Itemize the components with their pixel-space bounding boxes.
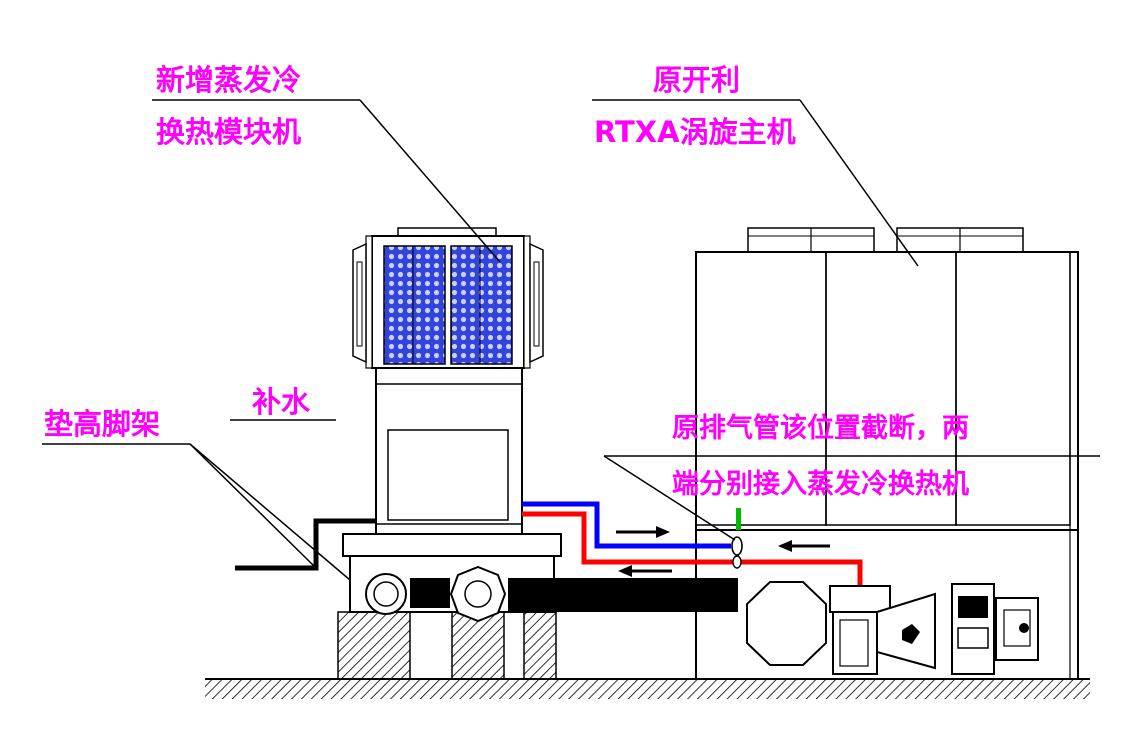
blue-pipe (522, 501, 731, 549)
access-panel (387, 429, 509, 521)
valve-marker (736, 508, 741, 530)
pump-right (449, 565, 507, 623)
makeup-water-pipe (235, 518, 375, 571)
label-original-unit-line1: 原开利 (653, 63, 740, 97)
flow-arrow-left-upper (778, 540, 830, 552)
annotations: 新增蒸发冷 换热模块机 原开利 RTXA涡旋主机 补水 垫高脚架 原排气管该位置… (44, 63, 969, 500)
coil-panel-right (450, 245, 513, 365)
compressor-shell (746, 581, 827, 666)
label-raised-frame: 垫高脚架 (44, 407, 160, 441)
red-pipe (522, 511, 863, 586)
new-evaporative-module (342, 227, 562, 623)
label-cut-note-line1: 原排气管该位置截断，两 (672, 412, 969, 444)
label-new-unit-line2: 换热模块机 (156, 115, 301, 149)
label-original-unit-line2: RTXA涡旋主机 (594, 115, 796, 149)
coil-panel-left (383, 245, 446, 365)
leader-lines (42, 99, 1100, 581)
cut-point (731, 536, 743, 556)
label-cut-note-line2: 端分别接入蒸发冷换热机 (672, 468, 969, 500)
base-beam (508, 578, 738, 612)
flow-arrow-right (616, 526, 670, 538)
label-makeup-water: 补水 (252, 385, 311, 419)
flow-arrow-left-lower (618, 565, 672, 577)
refrigerant-pipes (522, 501, 863, 586)
label-new-unit-line1: 新增蒸发冷 (156, 63, 301, 97)
ground (205, 678, 1090, 699)
pump-left (365, 573, 407, 615)
compressor-assembly (746, 581, 1039, 675)
support-piers (337, 611, 557, 680)
